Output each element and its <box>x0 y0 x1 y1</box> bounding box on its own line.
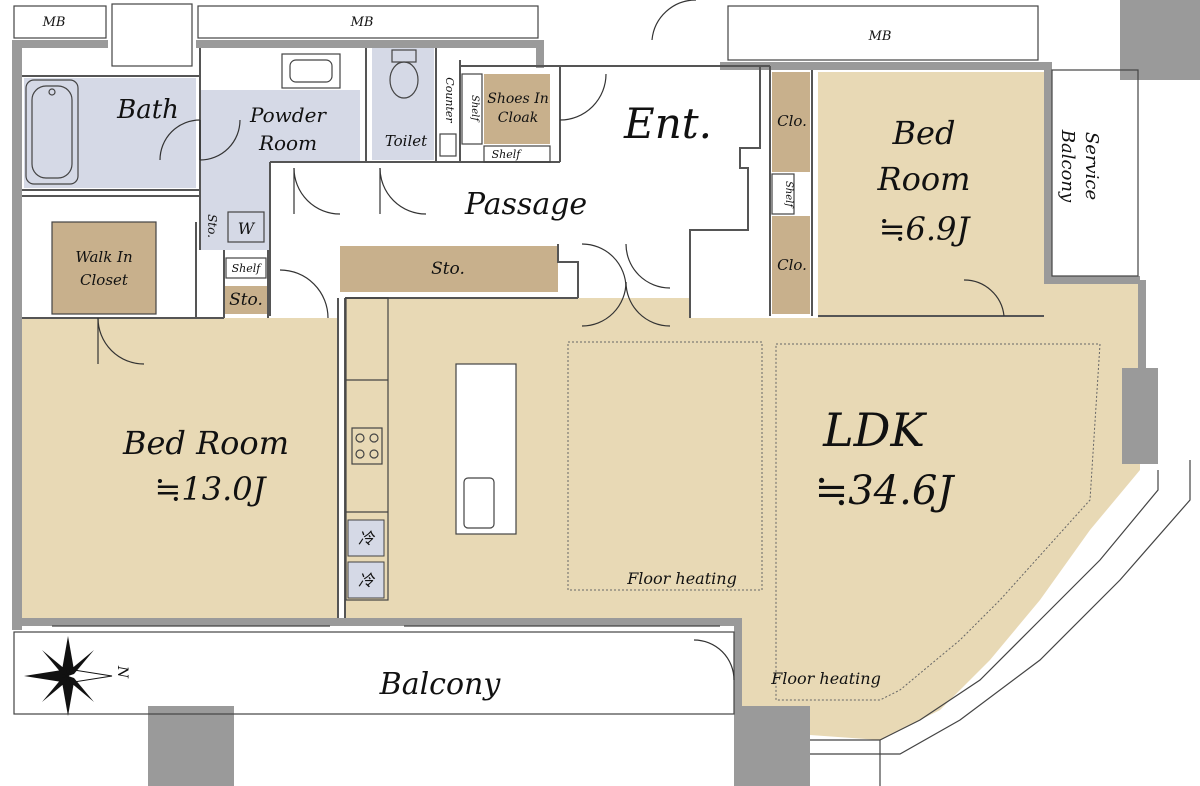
mb-box-left <box>13 5 107 39</box>
ldk-floor <box>345 282 1140 740</box>
closet-bottom-floor <box>772 216 810 314</box>
bed-large-size: ≒13.0J <box>155 470 268 508</box>
counter-label: Counter <box>443 77 456 123</box>
doors <box>97 0 1005 681</box>
closet-top-floor <box>772 72 810 172</box>
powder-room-label-1: Powder <box>249 103 327 127</box>
walk-in-closet-floor <box>52 222 156 314</box>
powder-room-label-2: Room <box>258 131 317 155</box>
storage-narrow-label: Sto. <box>205 214 219 238</box>
storage-long-floor <box>340 246 558 292</box>
floor-heating-zone-1 <box>567 341 763 591</box>
storage-small-floor <box>224 286 268 314</box>
mb-label-middle: MB <box>350 15 374 30</box>
bath-floor <box>24 78 196 188</box>
north-label: N <box>114 665 130 679</box>
bed-large-label: Bed Room <box>122 424 289 462</box>
mb-box-right <box>727 5 1039 61</box>
service-balcony-label-1: Service <box>1081 132 1102 200</box>
sink <box>281 53 341 89</box>
washer-label: W <box>238 219 256 238</box>
floor-heating-label-2: Floor heating <box>770 669 881 688</box>
bathtub <box>25 79 79 185</box>
bed-small-size: ≒6.9J <box>879 210 972 248</box>
fridge-label-2: 冷 <box>358 571 376 590</box>
bedroom-large-floor <box>22 318 338 618</box>
fridge-label-1: 冷 <box>358 529 376 548</box>
column <box>148 706 234 786</box>
fridge-bottom <box>347 561 385 599</box>
toilet-floor <box>372 48 434 160</box>
shoes-label-2: Cloak <box>498 110 538 126</box>
closet-top-label: Clo. <box>777 112 807 130</box>
passage-label: Passage <box>464 187 587 222</box>
kitchen-counter <box>345 297 389 601</box>
exterior-walls <box>12 0 1200 786</box>
walk-in-closet-label-1: Walk In <box>75 248 132 266</box>
bed-small-label-2: Room <box>877 160 971 198</box>
bedroom-small-floor <box>818 72 1044 318</box>
shoes-in-cloak-floor <box>484 74 550 144</box>
shelf-bed-label: Shelf <box>783 181 794 209</box>
storage-long-label: Sto. <box>431 259 465 279</box>
mb-label-left: MB <box>42 15 66 30</box>
mb-box-middle <box>197 5 539 39</box>
floor-heating-label-1: Floor heating <box>626 569 737 588</box>
fixtures <box>13 49 1191 786</box>
service-balcony <box>1051 69 1139 277</box>
washer <box>227 211 265 243</box>
shelf-small-label: Shelf <box>232 262 263 275</box>
shelf-shoes-label: Shelf <box>492 148 523 161</box>
bath-label: Bath <box>116 95 179 125</box>
service-balcony-label-2: Balcony <box>1057 129 1078 203</box>
ldk-label: LDK <box>822 403 927 457</box>
interior-walls <box>22 48 1044 618</box>
column <box>1122 368 1158 464</box>
storage-small-label: Sto. <box>229 290 263 310</box>
walk-in-closet-label-2: Closet <box>80 271 129 289</box>
balcony-label: Balcony <box>379 667 502 702</box>
shelf-vertical-label: Shelf <box>469 95 480 123</box>
closet-bottom-label: Clo. <box>777 256 807 274</box>
floor-heating-zone-2 <box>775 343 1101 701</box>
mb-label-right: MB <box>868 29 892 44</box>
toilet-label: Toilet <box>385 132 428 150</box>
powder-room-floor <box>200 90 360 250</box>
ldk-size: ≒34.6J <box>815 468 956 514</box>
column <box>734 706 810 786</box>
ent-label: Ent. <box>623 99 712 148</box>
shoes-label-1: Shoes In <box>487 91 549 107</box>
bed-small-label-1: Bed <box>892 114 956 152</box>
compass-icon <box>24 636 113 716</box>
column <box>1120 0 1200 80</box>
stove <box>351 427 383 465</box>
kitchen-island <box>455 363 517 535</box>
fridge-top <box>347 519 385 557</box>
